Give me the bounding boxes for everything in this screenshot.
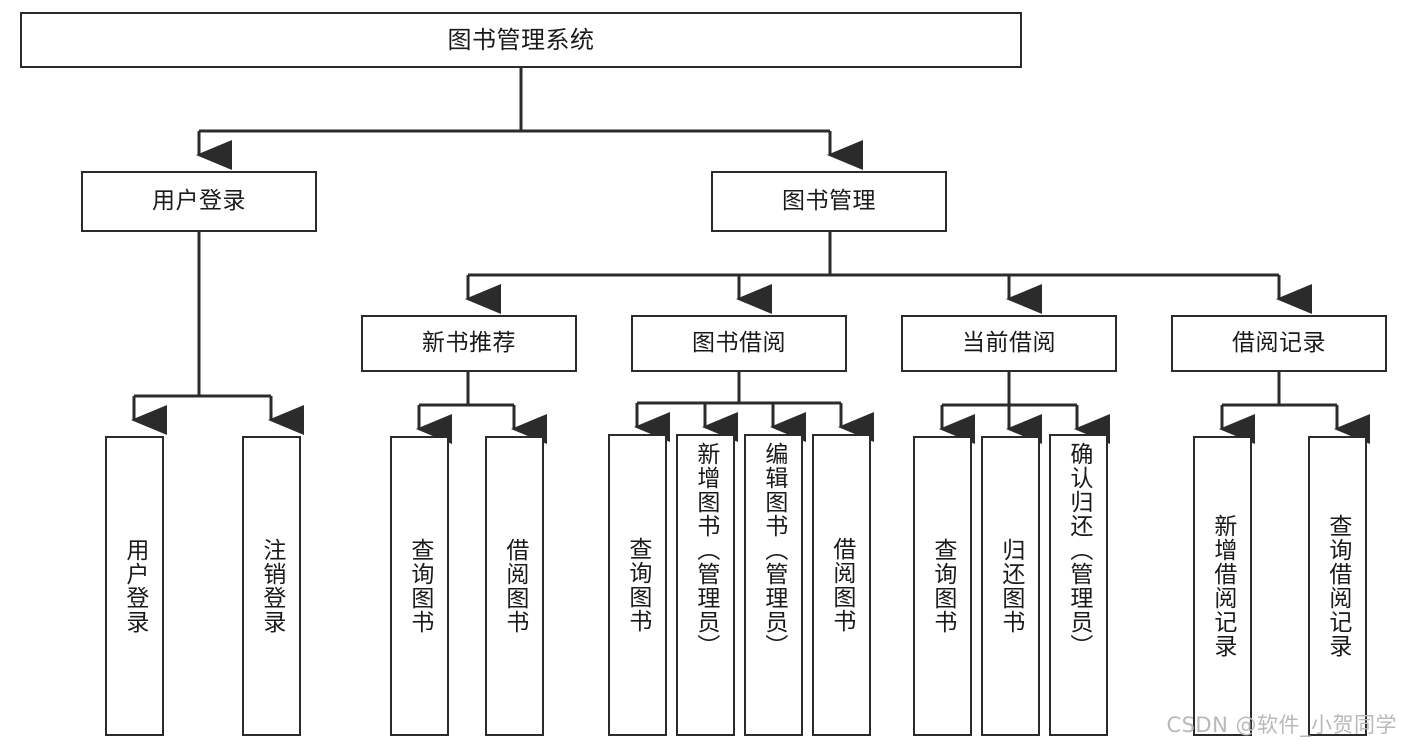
leaf-user-login[interactable]: 用户登录 — [105, 436, 164, 736]
node-book-manage[interactable]: 图书管理 — [711, 171, 947, 232]
node-label: 借阅图书 — [828, 537, 855, 633]
node-label: 借阅记录 — [1232, 330, 1326, 356]
node-label: 当前借阅 — [962, 330, 1056, 356]
leaf-borrow-book-recommend[interactable]: 借阅图书 — [485, 436, 544, 736]
leaf-borrow-book-borrow[interactable]: 借阅图书 — [812, 434, 871, 736]
leaf-query-book-recommend[interactable]: 查询图书 — [390, 436, 449, 736]
node-label: 确认归还（管理员） — [1065, 442, 1092, 658]
node-label: 新增借阅记录 — [1209, 514, 1236, 658]
leaf-query-book-current[interactable]: 查询图书 — [913, 436, 972, 736]
node-current-borrow[interactable]: 当前借阅 — [901, 315, 1117, 372]
node-label: 用户登录 — [121, 538, 148, 634]
node-label: 图书管理 — [782, 188, 876, 214]
leaf-query-book-borrow[interactable]: 查询图书 — [608, 434, 667, 736]
leaf-query-borrow-record[interactable]: 查询借阅记录 — [1308, 436, 1367, 736]
node-label: 图书借阅 — [692, 330, 786, 356]
node-user-login[interactable]: 用户登录 — [81, 171, 317, 232]
leaf-return-book[interactable]: 归还图书 — [981, 436, 1040, 736]
node-book-borrow[interactable]: 图书借阅 — [631, 315, 847, 372]
node-label: 用户登录 — [152, 188, 246, 214]
leaf-edit-book[interactable]: 编辑图书（管理员） — [744, 434, 803, 736]
node-label: 编辑图书（管理员） — [760, 442, 787, 658]
node-label: 注销登录 — [258, 538, 285, 634]
node-label: 查询图书 — [929, 538, 956, 634]
leaf-add-borrow-record[interactable]: 新增借阅记录 — [1193, 436, 1252, 736]
leaf-logout-login[interactable]: 注销登录 — [242, 436, 301, 736]
node-label: 新书推荐 — [422, 330, 516, 356]
node-root-system[interactable]: 图书管理系统 — [20, 12, 1022, 68]
node-new-book-recommend[interactable]: 新书推荐 — [361, 315, 577, 372]
node-label: 图书管理系统 — [447, 26, 595, 54]
node-label: 查询图书 — [624, 537, 651, 633]
leaf-add-book[interactable]: 新增图书（管理员） — [676, 434, 735, 736]
node-label: 查询图书 — [406, 538, 433, 634]
node-label: 借阅图书 — [501, 538, 528, 634]
csdn-watermark: CSDN @软件_小贺同学 — [1166, 713, 1397, 737]
leaf-confirm-return[interactable]: 确认归还（管理员） — [1049, 434, 1108, 736]
node-label: 归还图书 — [997, 538, 1024, 634]
node-borrow-record[interactable]: 借阅记录 — [1171, 315, 1387, 372]
node-label: 查询借阅记录 — [1324, 514, 1351, 658]
node-label: 新增图书（管理员） — [692, 442, 719, 658]
